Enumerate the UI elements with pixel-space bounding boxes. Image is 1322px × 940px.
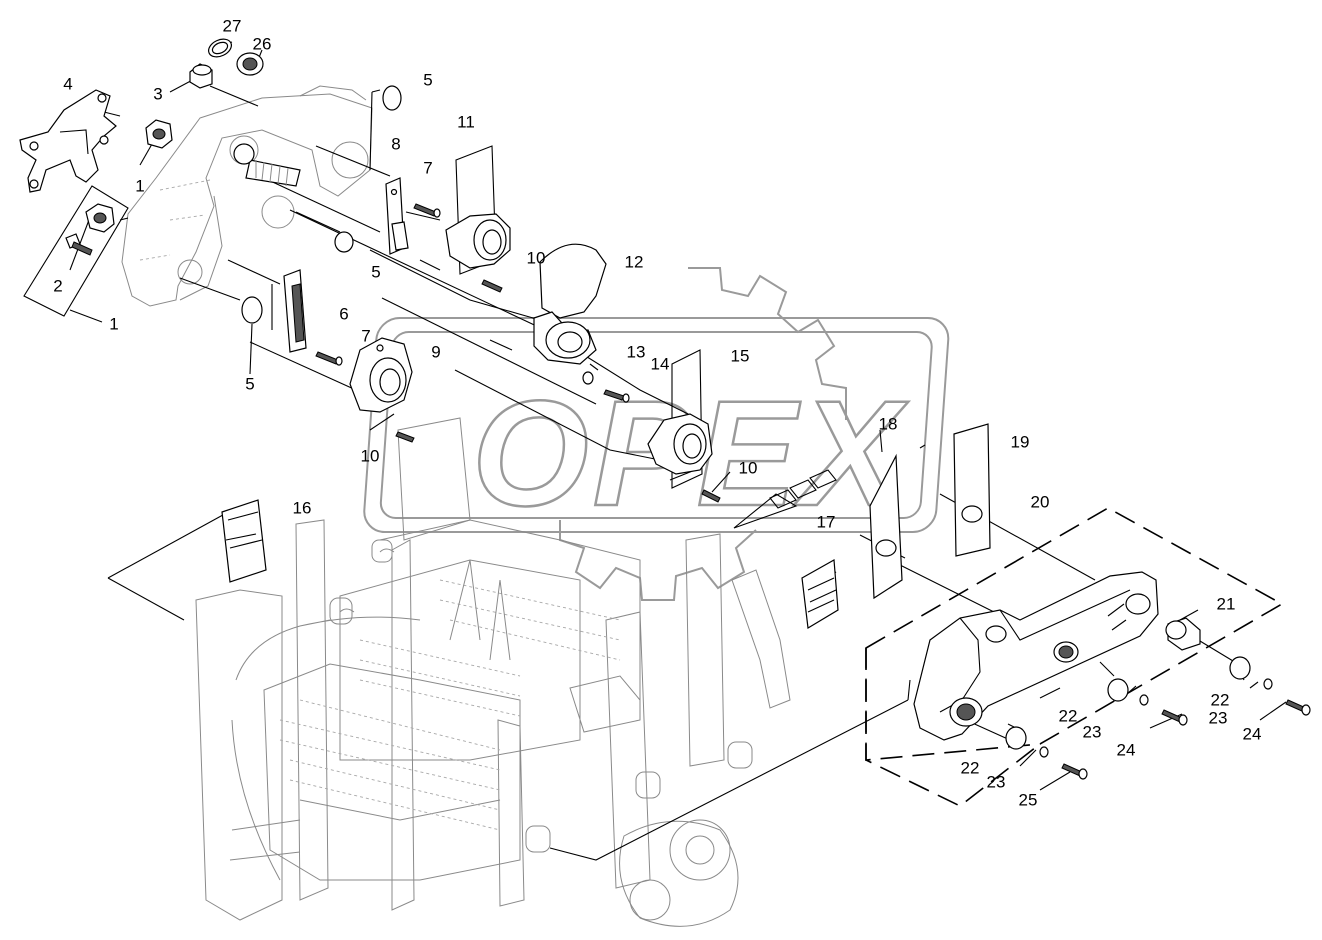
screw-10c [701,489,721,503]
screw-10b [395,431,415,443]
bushing-3 [189,63,213,89]
bearing-housing-11 [445,145,511,275]
callout-26: 26 [252,34,272,54]
callout-21: 21 [1216,594,1236,614]
callout-5-mid: 5 [371,262,381,282]
callout-6: 6 [339,304,349,324]
callout-27: 27 [222,16,242,36]
callout-16: 16 [292,498,312,518]
bolt-24b [1161,709,1188,726]
callout-22-right: 22 [1210,690,1230,710]
screw-10a [481,279,503,293]
lock-washer-23a [1263,678,1273,690]
baler-housing-ghost [121,85,373,307]
callout-10-left: 10 [360,446,380,466]
o-ring-5b [334,231,354,253]
bolt-25 [1061,763,1088,780]
callout-8: 8 [391,134,401,154]
strip-6 [283,269,307,353]
cover-12 [533,243,607,365]
screw-14 [603,389,630,403]
callout-10-right: 10 [738,458,758,478]
callout-22-left: 22 [960,758,980,778]
plate-18 [869,453,903,600]
bushing-21 [1165,617,1201,651]
callout-18: 18 [878,414,898,434]
callout-1: 1 [135,176,145,196]
nut-1b [85,203,115,233]
callout-5-lower: 5 [245,374,255,394]
callout-11: 11 [457,112,475,132]
callout-19: 19 [1010,432,1030,452]
plate-19 [953,423,991,557]
o-ring-5c [241,296,263,324]
plate-17 [801,559,839,629]
roller-chamber-ghost [195,417,791,927]
callout-23-left: 23 [986,772,1006,792]
screw-7b [315,351,343,366]
assembly-boundary [865,507,1284,761]
callout-7-lower: 7 [361,326,371,346]
o-ring-5a [382,85,402,111]
callout-3: 3 [153,84,163,104]
lock-washer-23b [1139,694,1149,706]
bearing-housing-15 [647,349,713,489]
callout-23-right: 23 [1208,708,1228,728]
nut-1a [145,119,173,149]
washer-13 [582,371,594,385]
washer-22c [1005,726,1027,750]
callout-20: 20 [1030,492,1050,512]
callout-14: 14 [650,354,670,374]
direction-arrow [733,469,837,529]
washer-22a [1229,656,1251,680]
arm-assembly-20 [913,571,1159,741]
bolt-24a [1285,699,1311,716]
callout-1-kit: 1 [109,314,119,334]
bearing-26 [236,52,264,76]
kit-box-1 [23,185,129,317]
callout-2: 2 [53,276,63,296]
callout-25: 25 [1018,790,1038,810]
screw-7a [413,203,441,218]
callout-22-mid: 22 [1058,706,1078,726]
shaft-springs [233,143,301,187]
callout-17: 17 [816,512,836,532]
bearing-plate-9 [349,337,413,413]
callout-24-right: 24 [1242,724,1262,744]
lock-washer-23c [1039,746,1049,758]
callout-15: 15 [730,346,750,366]
assembly-boundary-edge [865,648,1041,807]
bracket-4 [19,89,117,193]
callout-12: 12 [624,252,644,272]
callout-13: 13 [626,342,646,362]
callout-23-mid: 23 [1082,722,1102,742]
callout-24-mid: 24 [1116,740,1136,760]
callout-10: 10 [526,248,546,268]
strip-8 [385,177,409,255]
callout-7: 7 [423,158,433,178]
callout-9: 9 [431,342,441,362]
bolt-2 [65,233,93,256]
plate-16 [221,499,267,583]
callout-4: 4 [63,74,73,94]
callout-5: 5 [423,70,433,90]
washer-22b [1107,678,1129,702]
